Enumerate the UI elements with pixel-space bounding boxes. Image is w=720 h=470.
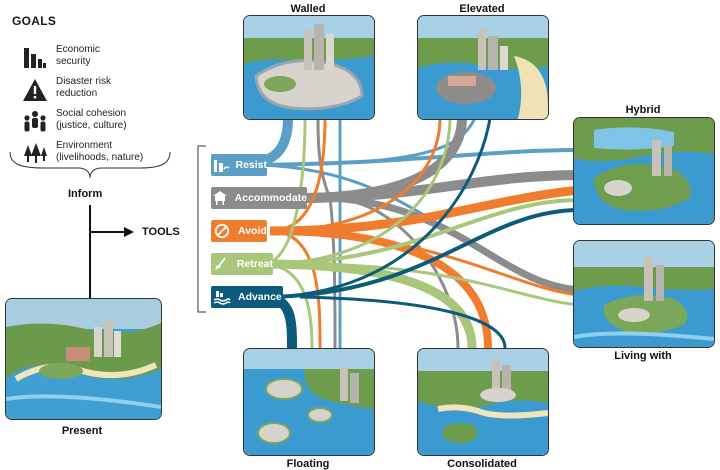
avoid-to-elevated-flow	[269, 117, 442, 233]
scene-consolidated-label: Consolidated	[447, 458, 517, 470]
prohibited-icon	[211, 220, 233, 242]
tools-bracket	[197, 145, 206, 313]
scene-floating-label: Floating	[286, 458, 330, 470]
tool-accommodate: Accommodate	[211, 187, 307, 209]
tool-label: Avoid	[238, 225, 267, 237]
reclaimed-land-icon	[211, 286, 233, 308]
scene-walled-image	[243, 15, 375, 120]
scene-living-with-image	[573, 240, 715, 348]
tool-label: Accommodate	[234, 192, 307, 204]
retreat-to-consolidated-flow	[261, 259, 477, 349]
accommodate-to-living-flow	[329, 194, 581, 294]
goal-label: Disaster risk reduction	[56, 76, 112, 99]
avoid-to-floating-flow	[269, 229, 322, 349]
tool-avoid: Avoid	[211, 220, 267, 242]
scene-present-image	[5, 298, 162, 420]
goal-label: Social cohesion (justice, culture)	[56, 108, 127, 131]
raised-house-icon	[211, 187, 230, 209]
tool-label: Resist	[235, 159, 267, 171]
scene-consolidated-image	[417, 348, 549, 456]
tool-advance: Advance	[211, 286, 283, 308]
warning-triangle-icon	[23, 79, 47, 101]
tools-label: TOOLS	[142, 226, 180, 238]
scene-hybrid-label: Hybrid	[625, 104, 661, 116]
goal-environment: Environment (livelihoods, nature)	[22, 140, 182, 170]
accommodate-to-walled-flow	[316, 117, 332, 199]
retreat-to-elevated-flow	[261, 117, 452, 266]
scene-elevated-image	[417, 15, 549, 120]
goal-disaster-risk: Disaster risk reduction	[22, 76, 182, 106]
people-icon	[24, 111, 46, 132]
avoid-to-living-flow	[299, 229, 581, 297]
scene-present-label: Present	[61, 425, 103, 437]
goals-title: GOALS	[12, 14, 57, 28]
scene-hybrid-image	[573, 117, 715, 225]
retreat-to-living-flow	[299, 262, 581, 307]
advance-to-consolidated-flow	[299, 295, 507, 349]
inform-arrow-line	[89, 205, 124, 234]
tool-resist: Resist	[211, 154, 267, 176]
scene-floating-image	[243, 348, 375, 456]
shovel-icon	[211, 253, 232, 275]
goal-economic-security: Economic security	[22, 44, 182, 74]
advance-to-elevated-flow	[261, 117, 492, 299]
scene-walled-label: Walled	[290, 3, 326, 15]
inform-label: Inform	[68, 188, 103, 200]
goal-label: Economic security	[56, 44, 100, 67]
tool-label: Retreat	[236, 258, 273, 270]
trees-icon	[24, 143, 47, 163]
scene-living-with-label: Living with	[614, 350, 672, 362]
seawall-icon	[211, 154, 230, 176]
avoid-to-walled-flow	[269, 117, 327, 233]
resist-to-elevated-flow	[259, 117, 477, 167]
retreat-to-hybrid-flow	[261, 198, 581, 266]
accommodate-to-floating-flow	[328, 197, 337, 349]
bar-chart-icon	[24, 48, 46, 68]
goal-label: Environment (livelihoods, nature)	[56, 140, 144, 163]
tool-label: Advance	[238, 291, 282, 303]
advance-to-hybrid-flow	[261, 208, 581, 299]
tools-arrowhead	[124, 227, 134, 237]
tool-retreat: Retreat	[211, 253, 273, 275]
goals-bracket	[9, 151, 171, 179]
goal-social-cohesion: Social cohesion (justice, culture)	[22, 108, 182, 138]
scene-elevated-label: Elevated	[459, 3, 505, 15]
